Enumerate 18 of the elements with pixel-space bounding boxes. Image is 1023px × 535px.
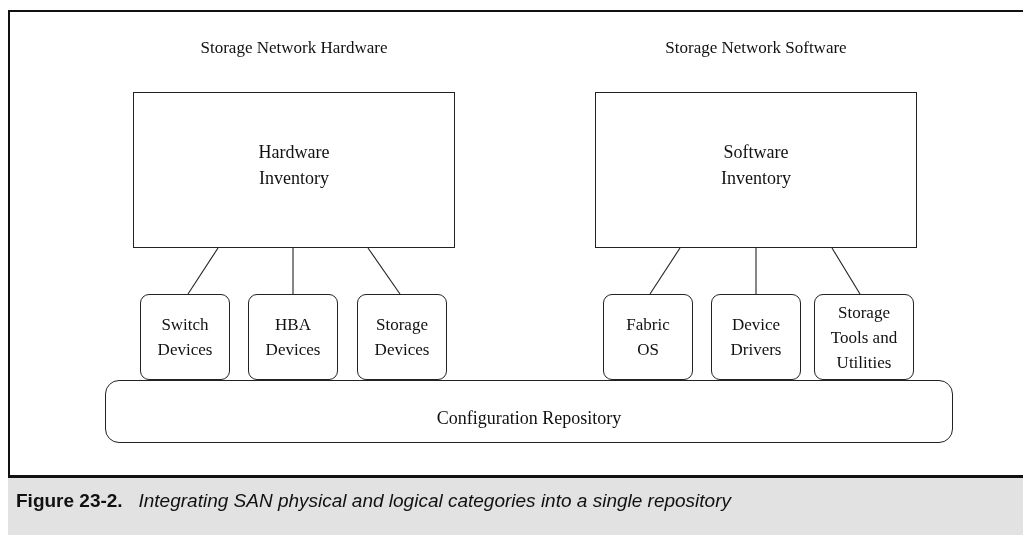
repository-band: Configuration Repository bbox=[105, 380, 953, 443]
category-box: Device Drivers bbox=[711, 294, 801, 380]
connector-line bbox=[367, 247, 401, 295]
box-label: Software Inventory bbox=[720, 141, 792, 190]
connector-line bbox=[755, 247, 757, 295]
connector-line bbox=[649, 247, 681, 295]
group-heading: Storage Network Software bbox=[664, 37, 848, 59]
box-label: Hardware Inventory bbox=[257, 141, 331, 190]
connector-line bbox=[292, 247, 294, 295]
category-box: Fabric OS bbox=[603, 294, 693, 380]
category-box: Storage Devices bbox=[357, 294, 447, 380]
group-heading: Storage Network Hardware bbox=[199, 37, 389, 59]
category-box: Storage Tools and Utilities bbox=[814, 294, 914, 380]
connector-line bbox=[831, 247, 861, 295]
category-box: HBA Devices bbox=[248, 294, 338, 380]
connector-line bbox=[187, 247, 219, 295]
category-box: Switch Devices bbox=[140, 294, 230, 380]
figure-caption: Figure 23-2. Integrating SAN physical and logical categories into a single repository bbox=[16, 490, 731, 512]
